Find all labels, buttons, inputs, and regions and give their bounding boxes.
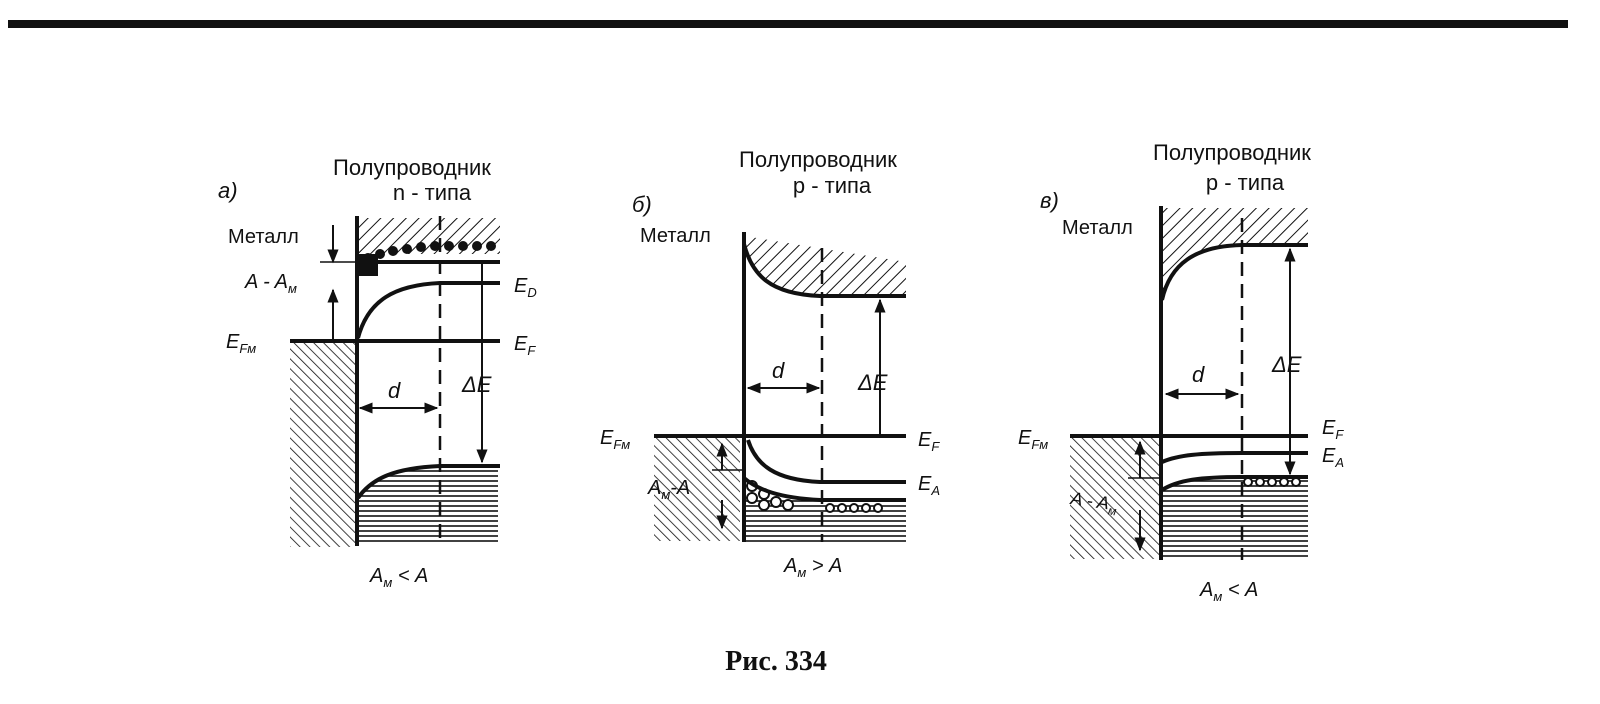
panel-b-conduction-edge <box>742 243 906 298</box>
panel-a: а) Полупроводник n - типа Металл <box>218 155 537 590</box>
panel-c-ea-label: EA <box>1322 445 1344 470</box>
panel-c-title-1: Полупроводник <box>1153 140 1311 165</box>
panel-c: в) Полупроводник p - типа Металл d ΔE A … <box>1018 140 1344 604</box>
panel-a-title-1: Полупроводник <box>333 155 491 180</box>
panel-b-efm-label: EFм <box>600 427 630 452</box>
panel-a-valence-band <box>358 466 498 545</box>
panel-b-condition: Aм > A <box>783 555 842 580</box>
panel-b-diff-label: Aм-A <box>647 477 690 502</box>
panel-b-conduction-band <box>744 236 906 296</box>
panel-c-letter: в) <box>1040 188 1059 213</box>
panel-b-title-1: Полупроводник <box>739 147 897 172</box>
panel-c-title-2: p - типа <box>1206 170 1285 195</box>
panel-a-condition: Aм < A <box>369 565 428 590</box>
panel-c-delta-e-label: ΔE <box>1271 352 1302 377</box>
panel-c-valence-band <box>1162 478 1308 560</box>
panel-a-ed-label: ED <box>514 275 537 300</box>
panel-b-d-label: d <box>772 358 785 383</box>
panel-b-letter: б) <box>632 192 652 217</box>
panel-b-ea-label: EA <box>918 473 940 498</box>
panel-c-acceptor-level <box>1161 451 1308 464</box>
panel-b-valence-edge <box>742 476 906 502</box>
top-rule <box>8 20 1568 28</box>
panel-a-electrons <box>358 241 496 276</box>
panel-b-metal-label: Металл <box>640 225 711 247</box>
panel-a-title-2: n - типа <box>393 180 472 205</box>
panel-a-valence-edge <box>356 464 500 500</box>
panel-c-d-label: d <box>1192 362 1205 387</box>
panel-c-condition: Aм < A <box>1199 579 1258 604</box>
panel-c-valence-edge <box>1160 475 1308 492</box>
panel-b-title-2: p - типа <box>793 173 872 198</box>
panel-a-efm-label: EFм <box>226 331 256 356</box>
panel-a-delta-e-label: ΔE <box>461 372 492 397</box>
panel-c-conduction-band <box>1162 208 1308 300</box>
panel-c-efm-label: EFм <box>1018 427 1048 452</box>
panel-b-ef-label: EF <box>918 429 940 454</box>
panel-a-ef-label: EF <box>514 333 536 358</box>
panel-a-metal-body <box>290 342 356 547</box>
panel-c-conduction-edge <box>1160 243 1308 301</box>
panel-c-metal-label: Металл <box>1062 217 1133 239</box>
panel-c-ef-label: EF <box>1322 417 1344 442</box>
figure-caption: Рис. 334 <box>725 646 827 677</box>
panel-b-acceptor-level <box>746 439 906 484</box>
panel-a-diff-label: A - Aм <box>244 271 297 296</box>
panel-b-delta-e-label: ΔE <box>857 370 888 395</box>
panel-a-metal-label: Металл <box>228 226 299 248</box>
panel-a-donor-level <box>356 281 500 339</box>
panel-a-d-label: d <box>388 378 401 403</box>
panel-b: б) Полупроводник p - типа Металл d ΔE <box>600 147 940 580</box>
panel-a-letter: а) <box>218 178 238 203</box>
